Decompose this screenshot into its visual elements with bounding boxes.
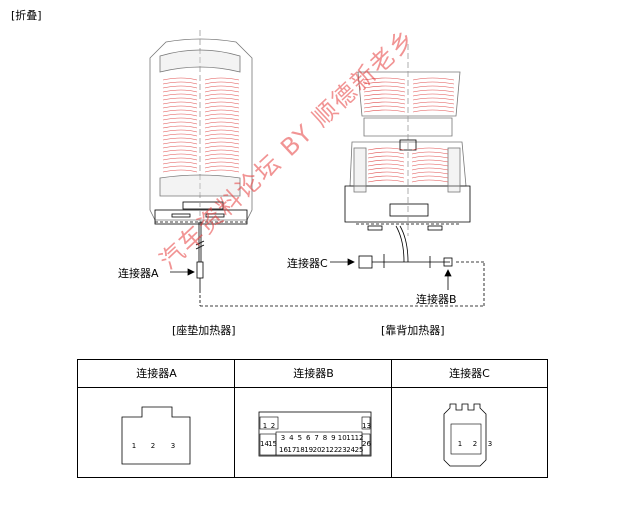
connector-b-pin: 15 xyxy=(268,440,277,448)
table-divider xyxy=(234,360,235,477)
heater-wire xyxy=(367,175,449,179)
connector-c-face xyxy=(443,403,487,467)
heater-wire xyxy=(363,101,455,105)
seatback-drawing xyxy=(344,44,471,236)
connector-c-pin: 1 xyxy=(457,440,463,448)
connector-b-pin: 23 xyxy=(337,446,347,454)
heater-wire xyxy=(367,155,449,159)
heater-wire xyxy=(367,167,449,171)
connector-b-pin: 13 xyxy=(362,422,371,430)
connector-b-pin: 22 xyxy=(329,446,339,454)
heater-wire xyxy=(162,121,240,125)
connector-b-pin: 26 xyxy=(362,440,371,448)
heater-wire xyxy=(162,157,240,161)
connector-c-label: 连接器C xyxy=(287,257,328,270)
heater-wire xyxy=(367,151,449,155)
heater-wire xyxy=(363,93,455,97)
seat-cushion-heater-element xyxy=(162,77,240,173)
heater-wire xyxy=(162,117,240,121)
connector-b-pin: 4 xyxy=(289,434,294,442)
connector-b-pin: 24 xyxy=(346,446,356,454)
table-header-connector-b: 连接器B xyxy=(235,360,392,388)
connector-b-pin: 20 xyxy=(312,446,322,454)
seat-cushion-drawing xyxy=(149,30,253,228)
heater-wire xyxy=(162,133,240,137)
connector-b-pin: 19 xyxy=(304,446,314,454)
connector-a-label: 连接器A xyxy=(118,267,159,280)
connector-b-pin: 14 xyxy=(260,440,269,448)
table-divider xyxy=(391,360,392,477)
connector-b-pin: 18 xyxy=(295,446,305,454)
connector-b-pin: 8 xyxy=(322,434,328,442)
heater-wire xyxy=(162,113,240,117)
connector-b-pin: 10 xyxy=(337,434,347,442)
connector-b-pin: 5 xyxy=(297,434,303,442)
connector-c-pin: 3 xyxy=(487,440,493,448)
connector-a-pin: 2 xyxy=(150,442,156,450)
heater-wire xyxy=(162,165,240,169)
heater-wire xyxy=(162,101,240,105)
heater-wire xyxy=(363,77,455,81)
heater-wire xyxy=(162,129,240,133)
seat-cushion-heater-caption: [座垫加热器] xyxy=(172,324,236,337)
heater-wire xyxy=(363,89,455,93)
connector-b-label: 连接器B xyxy=(416,293,457,306)
connector-b-pin: 1 xyxy=(262,422,268,430)
heater-wire xyxy=(162,149,240,153)
table-header-connector-a: 连接器A xyxy=(78,360,235,388)
heater-wire xyxy=(162,97,240,101)
heater-wire xyxy=(367,159,449,163)
seatback-harness xyxy=(330,225,453,290)
heater-wire xyxy=(363,105,455,109)
heater-wire xyxy=(162,125,240,129)
connector-b-pin: 2 xyxy=(270,422,276,430)
section-label: [折叠] xyxy=(11,9,42,22)
heater-wire xyxy=(162,169,240,173)
heater-wire xyxy=(162,153,240,157)
connector-c-shape xyxy=(358,255,373,269)
heater-wire xyxy=(162,81,240,85)
connector-b-pin: 16 xyxy=(279,446,288,454)
heater-wire xyxy=(363,109,455,113)
connector-b-pin: 7 xyxy=(314,434,319,442)
heater-wire xyxy=(162,145,240,149)
connector-b-pin: 9 xyxy=(331,434,336,442)
connector-b-pin: 25 xyxy=(354,446,364,454)
heater-wire xyxy=(162,77,240,81)
connector-b-pin: 11 xyxy=(346,434,356,442)
heater-wire xyxy=(367,179,449,183)
heater-wire xyxy=(162,137,240,141)
heater-wire xyxy=(162,141,240,145)
heater-wire xyxy=(162,105,240,109)
seatback-heater-element xyxy=(363,77,455,183)
heater-wire xyxy=(363,97,455,101)
heater-wire xyxy=(363,81,455,85)
heater-wire xyxy=(363,85,455,89)
heater-wire xyxy=(162,93,240,97)
heater-wire xyxy=(162,161,240,165)
heater-wire xyxy=(162,89,240,93)
connector-a-pin: 1 xyxy=(131,442,137,450)
heater-wire xyxy=(367,171,449,175)
connector-a-shape xyxy=(196,261,204,279)
table-header-connector-c: 连接器C xyxy=(392,360,547,388)
connector-b-shape xyxy=(443,257,453,267)
connector-b-pin: 12 xyxy=(354,434,364,442)
cushion-harness xyxy=(170,222,485,307)
connector-b-face xyxy=(258,411,372,457)
connector-b-pin: 6 xyxy=(305,434,311,442)
connector-a-pin: 3 xyxy=(170,442,176,450)
connector-b-pin: 17 xyxy=(287,446,297,454)
seatback-heater-caption: [靠背加热器] xyxy=(381,324,445,337)
heater-wire xyxy=(367,147,449,151)
connector-a-face xyxy=(121,406,191,465)
heater-wire xyxy=(367,163,449,167)
connector-b-pin: 21 xyxy=(321,446,330,454)
connector-c-pin: 2 xyxy=(472,440,478,448)
connector-b-pin: 3 xyxy=(280,434,286,442)
heater-wire xyxy=(162,109,240,113)
heater-wire xyxy=(162,85,240,89)
